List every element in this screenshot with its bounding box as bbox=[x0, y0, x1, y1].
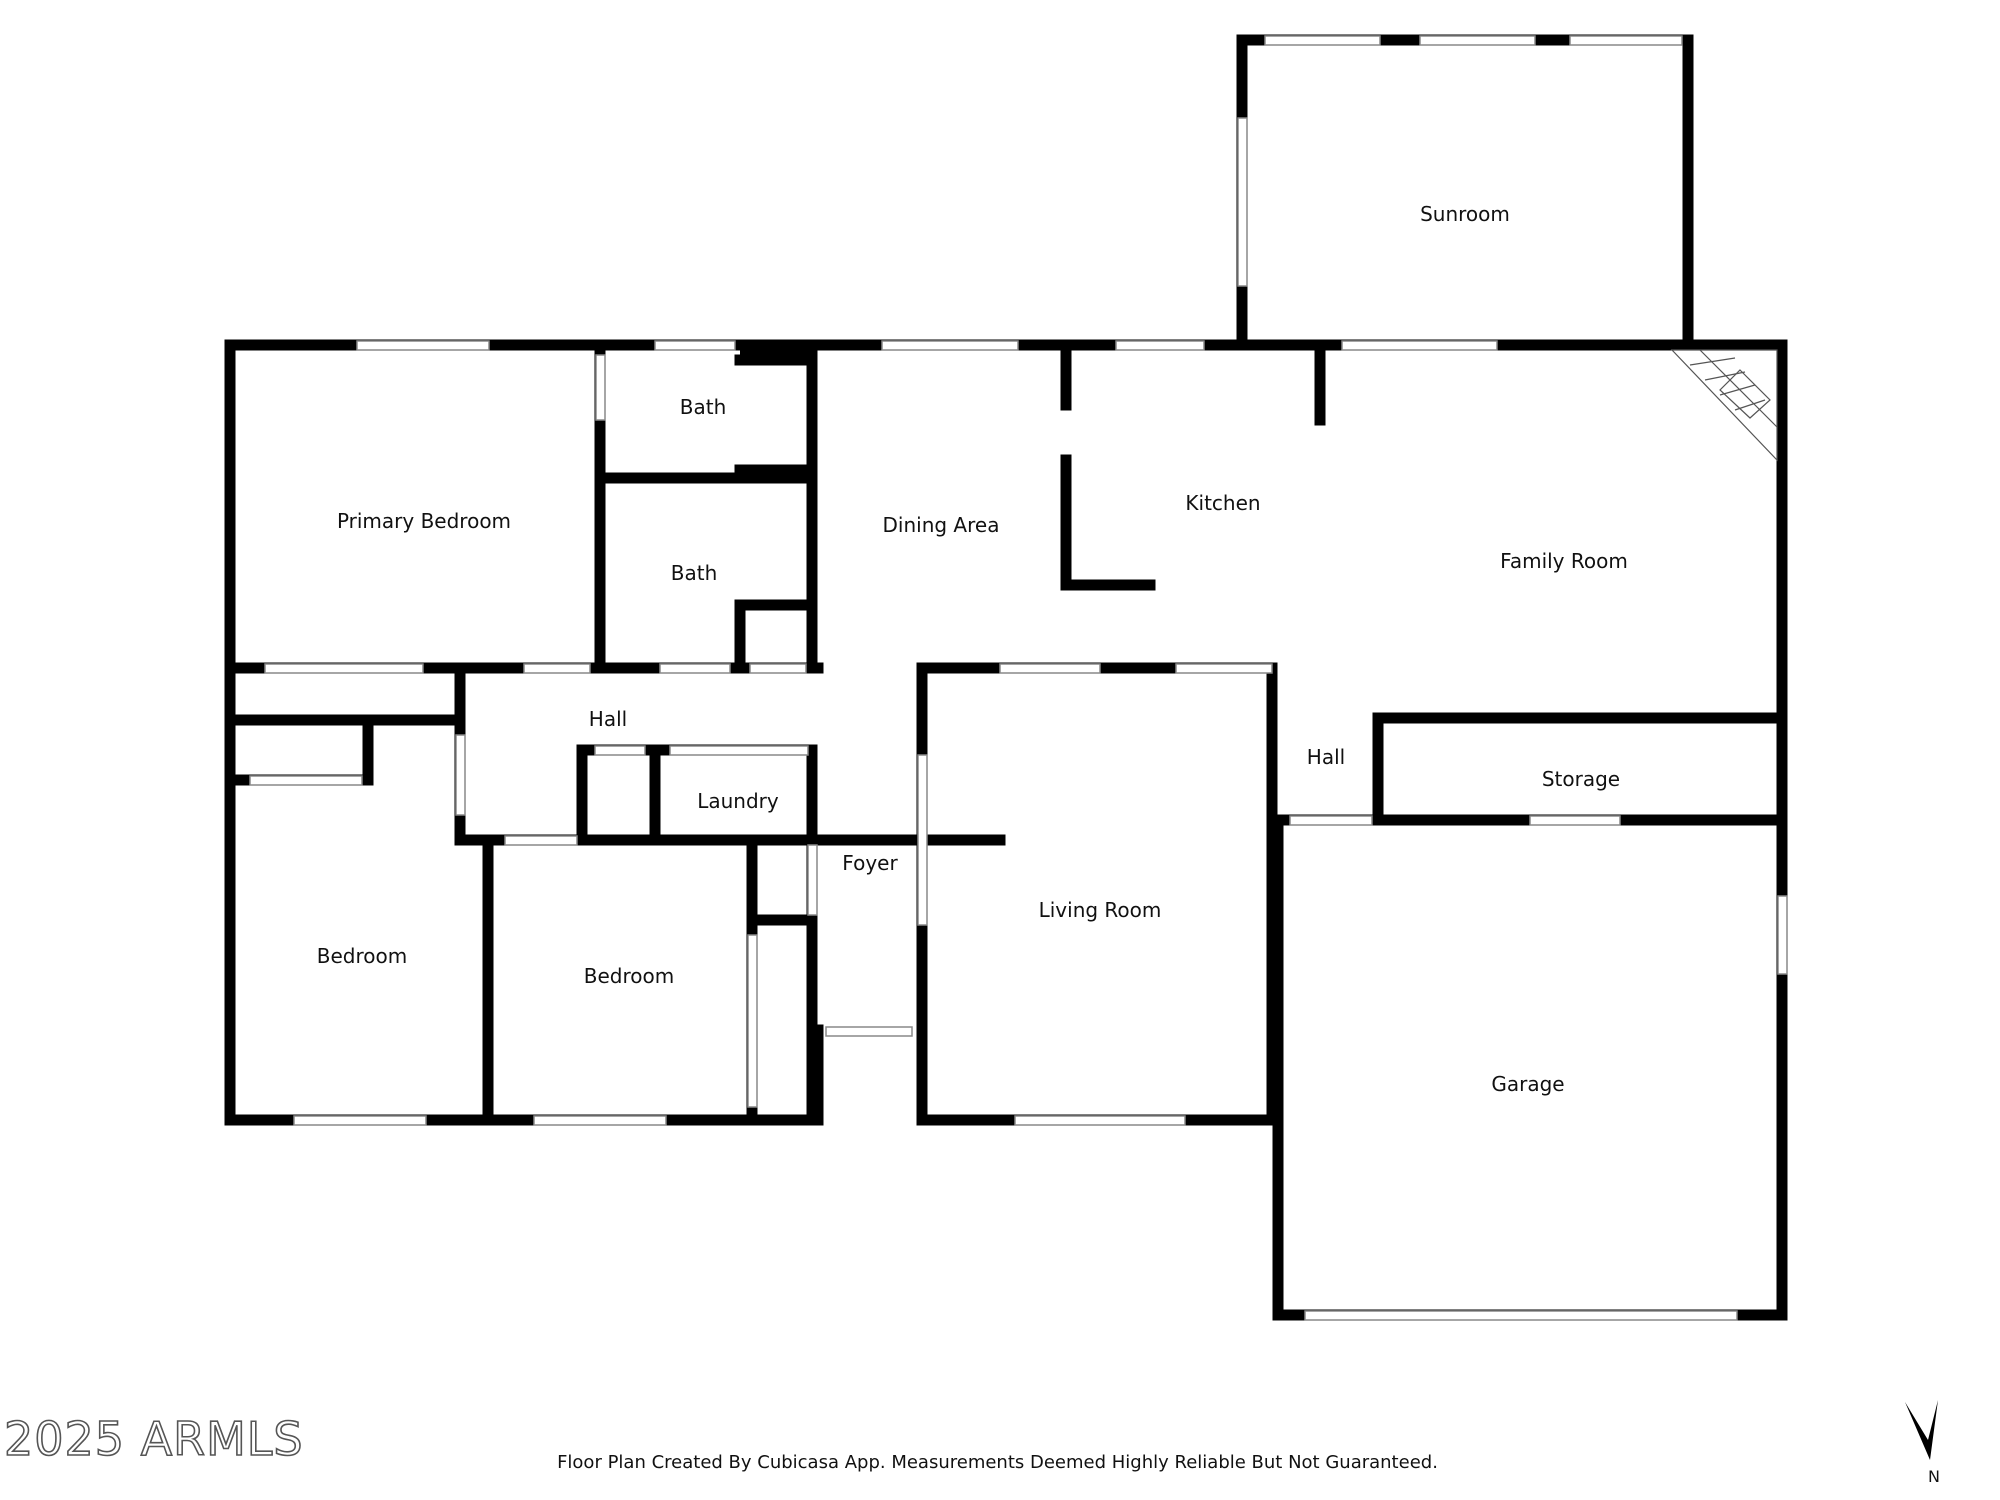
walls bbox=[224, 34, 1788, 1321]
room-label-dining-area: Dining Area bbox=[883, 513, 1000, 537]
room-label-hall-left: Hall bbox=[589, 707, 627, 731]
north-arrow-icon: N bbox=[1905, 1400, 1940, 1486]
room-label-bath-upper: Bath bbox=[680, 395, 727, 419]
room-label-storage: Storage bbox=[1542, 767, 1620, 791]
room-label-bedroom-middle: Bedroom bbox=[584, 964, 674, 988]
room-label-living-room: Living Room bbox=[1039, 898, 1162, 922]
disclaimer-text: Floor Plan Created By Cubicasa App. Meas… bbox=[557, 1452, 1438, 1473]
windows bbox=[249, 35, 1788, 1321]
compass-label: N bbox=[1928, 1467, 1940, 1486]
room-label-laundry: Laundry bbox=[697, 789, 779, 813]
room-label-bedroom-left: Bedroom bbox=[317, 944, 407, 968]
room-label-hall-right: Hall bbox=[1307, 745, 1345, 769]
room-label-garage: Garage bbox=[1491, 1072, 1564, 1096]
room-label-foyer: Foyer bbox=[842, 851, 898, 875]
room-label-bath-lower: Bath bbox=[671, 561, 718, 585]
room-labels: Sunroom Bath Primary Bedroom Bath Dining… bbox=[317, 202, 1628, 1096]
watermark: 2025 ARMLS bbox=[3, 1411, 304, 1467]
fireplace bbox=[1670, 349, 1778, 462]
wall-blocks bbox=[740, 340, 812, 482]
room-label-family-room: Family Room bbox=[1500, 549, 1628, 573]
room-label-sunroom: Sunroom bbox=[1420, 202, 1510, 226]
room-label-primary-bedroom: Primary Bedroom bbox=[337, 509, 511, 533]
room-label-kitchen: Kitchen bbox=[1185, 491, 1260, 515]
